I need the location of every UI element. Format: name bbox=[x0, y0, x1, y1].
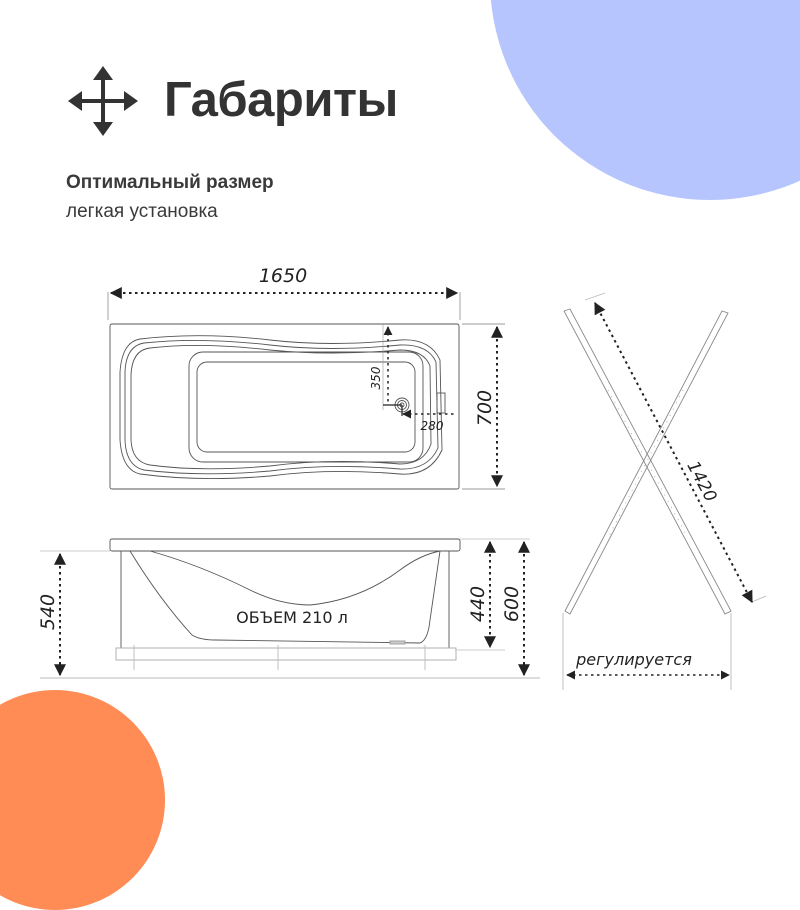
side-view bbox=[40, 538, 540, 679]
move-arrows-icon bbox=[68, 66, 138, 136]
frame-diagonal-label: 1420 bbox=[682, 458, 720, 506]
top-view bbox=[107, 292, 505, 490]
subtitle-bold: Оптимальный размер bbox=[66, 172, 274, 193]
dimension-drawing: 1650 700 350 280 540 440 600 ОБЪЕМ 210 л bbox=[37, 265, 767, 690]
subtitle: легкая установка bbox=[66, 201, 218, 222]
top-view-width-label: 700 bbox=[474, 390, 496, 426]
top-view-length-label: 1650 bbox=[259, 265, 307, 287]
drain-offset-end-label: 280 bbox=[421, 419, 444, 433]
frame-height-label: 540 bbox=[37, 594, 59, 630]
page-title: Габариты bbox=[164, 73, 398, 127]
volume-label: ОБЪЕМ 210 л bbox=[236, 608, 348, 627]
total-height-label: 600 bbox=[501, 586, 523, 622]
drain-offset-width-label: 350 bbox=[369, 366, 383, 389]
adjustable-label: регулируется bbox=[575, 650, 692, 669]
depth-label: 440 bbox=[467, 586, 489, 622]
frame-view bbox=[562, 292, 767, 690]
